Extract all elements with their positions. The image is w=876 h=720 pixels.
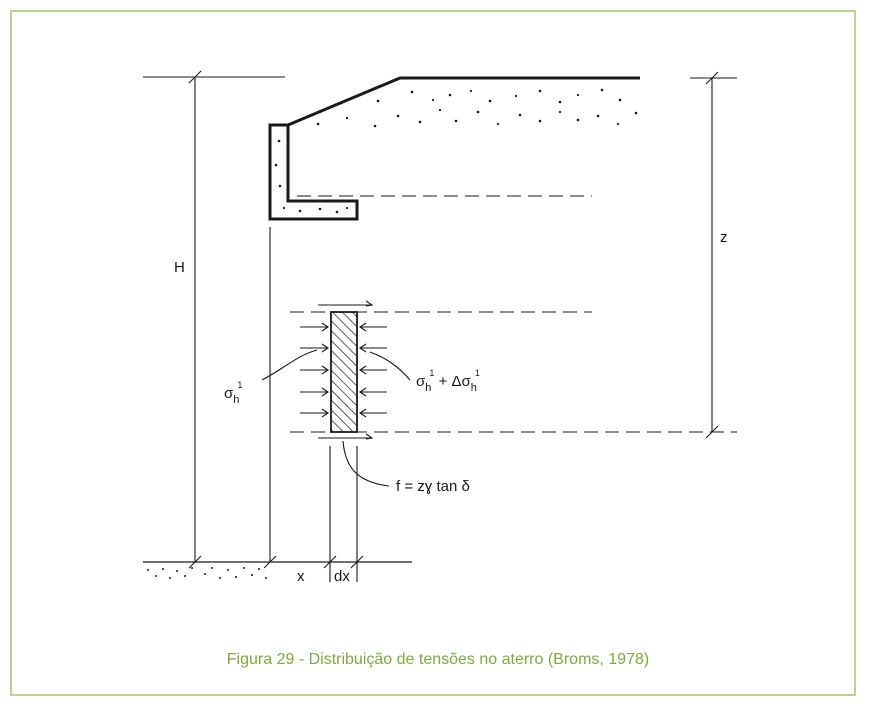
backfill-surface	[287, 76, 640, 127]
depth-dimension	[690, 71, 737, 439]
strip-width-label: dx	[334, 568, 350, 585]
stress-right-label: σh1 + Δσh1	[416, 368, 480, 394]
soil-strip	[318, 300, 374, 440]
friction-label: f = zɣ tan δ	[396, 478, 470, 495]
retaining-wall	[268, 123, 359, 221]
distance-label: x	[297, 568, 305, 585]
backfill-dots	[316, 88, 638, 128]
height-label: H	[174, 259, 185, 276]
figure-caption: Figura 29 - Distribuição de tensões no a…	[226, 651, 650, 668]
stress-left-label: σh1	[224, 380, 242, 406]
height-dimension	[143, 70, 285, 569]
depth-label: z	[720, 229, 728, 246]
figure-frame	[10, 10, 856, 696]
ground-line	[143, 561, 412, 579]
stress-arrows	[300, 322, 387, 418]
x-dimension	[263, 227, 364, 582]
leader-lines	[261, 349, 411, 487]
